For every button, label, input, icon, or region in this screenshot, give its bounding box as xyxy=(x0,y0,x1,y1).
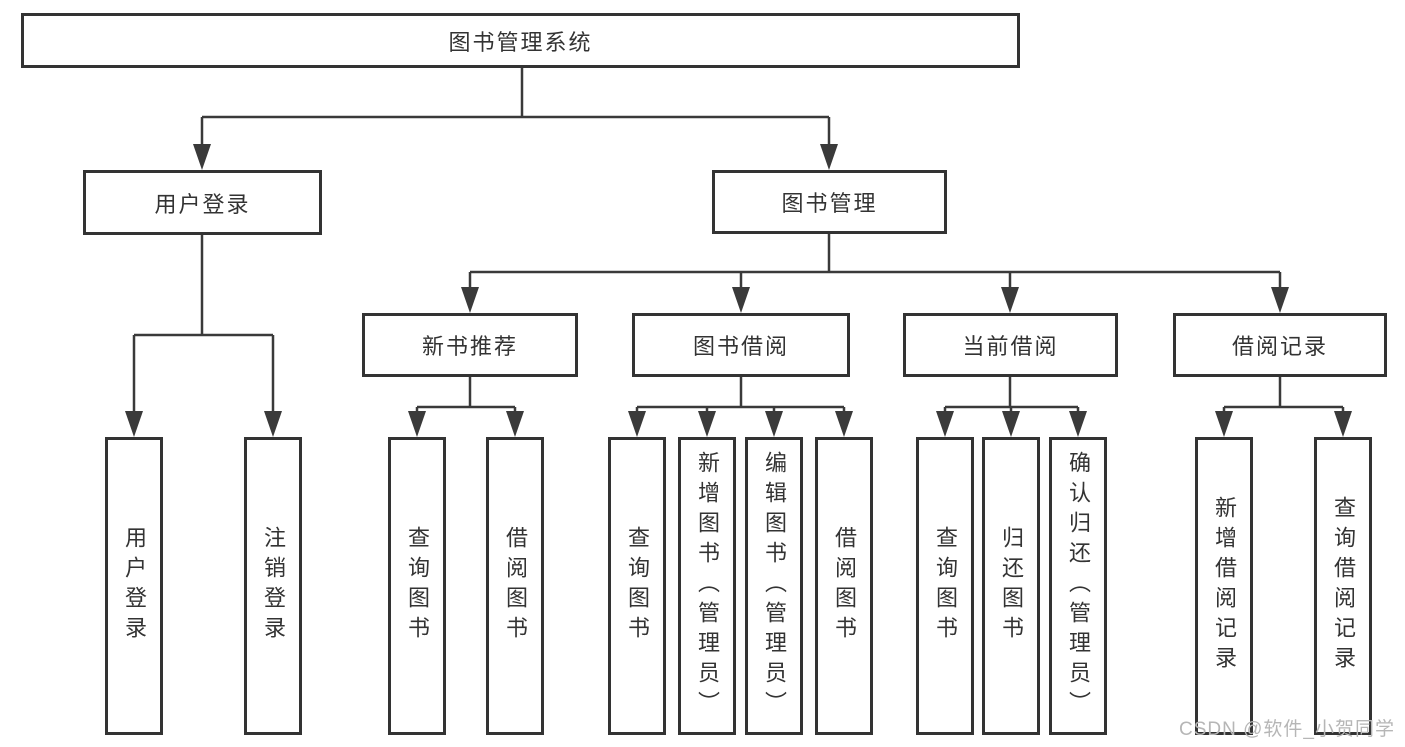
leaf-confirm-return-admin: 确认归还（管理员） xyxy=(1049,437,1107,735)
node-borrow-record: 借阅记录 xyxy=(1173,313,1387,377)
leaf-borrow-query-book-label: 查询图书 xyxy=(625,526,650,646)
leaf-return-book-label: 归还图书 xyxy=(999,526,1024,646)
leaf-user-login: 用户登录 xyxy=(105,437,163,735)
leaf-add-borrow-record: 新增借阅记录 xyxy=(1195,437,1253,735)
leaf-logout: 注销登录 xyxy=(244,437,302,735)
leaf-logout-label: 注销登录 xyxy=(261,526,286,646)
node-current-borrow-label: 当前借阅 xyxy=(962,334,1059,359)
node-root: 图书管理系统 xyxy=(21,13,1020,68)
leaf-borrow-query-book: 查询图书 xyxy=(608,437,666,735)
arrowheads xyxy=(125,144,1352,437)
node-borrow-record-label: 借阅记录 xyxy=(1231,334,1328,359)
leaf-current-query-book-label: 查询图书 xyxy=(933,526,958,646)
leaf-edit-book-admin-label: 编辑图书（管理员） xyxy=(762,451,787,721)
leaf-add-borrow-record-label: 新增借阅记录 xyxy=(1212,496,1237,676)
leaf-edit-book-admin: 编辑图书（管理员） xyxy=(745,437,803,735)
leaf-recommend-query-book: 查询图书 xyxy=(388,437,446,735)
node-root-label: 图书管理系统 xyxy=(448,29,593,55)
leaf-borrow-book-label: 借阅图书 xyxy=(832,526,857,646)
node-new-book-recommend: 新书推荐 xyxy=(362,313,578,377)
csdn-watermark: CSDN @软件_小贺同学 xyxy=(1179,719,1395,740)
leaf-recommend-borrow-book: 借阅图书 xyxy=(486,437,544,735)
node-user-login: 用户登录 xyxy=(83,170,322,235)
node-book-borrow-label: 图书借阅 xyxy=(692,334,789,359)
node-book-management: 图书管理 xyxy=(712,170,947,234)
leaf-return-book: 归还图书 xyxy=(982,437,1040,735)
leaf-recommend-query-book-label: 查询图书 xyxy=(405,526,430,646)
leaf-borrow-book: 借阅图书 xyxy=(815,437,873,735)
leaf-confirm-return-admin-label: 确认归还（管理员） xyxy=(1066,451,1091,721)
leaf-add-book-admin-label: 新增图书（管理员） xyxy=(695,451,720,721)
leaf-add-book-admin: 新增图书（管理员） xyxy=(678,437,736,735)
node-new-book-recommend-label: 新书推荐 xyxy=(421,334,518,359)
node-book-borrow: 图书借阅 xyxy=(632,313,850,377)
leaf-current-query-book: 查询图书 xyxy=(916,437,974,735)
node-book-management-label: 图书管理 xyxy=(781,191,878,216)
node-current-borrow: 当前借阅 xyxy=(903,313,1118,377)
leaf-query-borrow-record: 查询借阅记录 xyxy=(1314,437,1372,735)
leaf-recommend-borrow-book-label: 借阅图书 xyxy=(503,526,528,646)
leaf-user-login-label: 用户登录 xyxy=(122,526,147,646)
node-user-login-label: 用户登录 xyxy=(154,191,251,217)
leaf-query-borrow-record-label: 查询借阅记录 xyxy=(1331,496,1356,676)
